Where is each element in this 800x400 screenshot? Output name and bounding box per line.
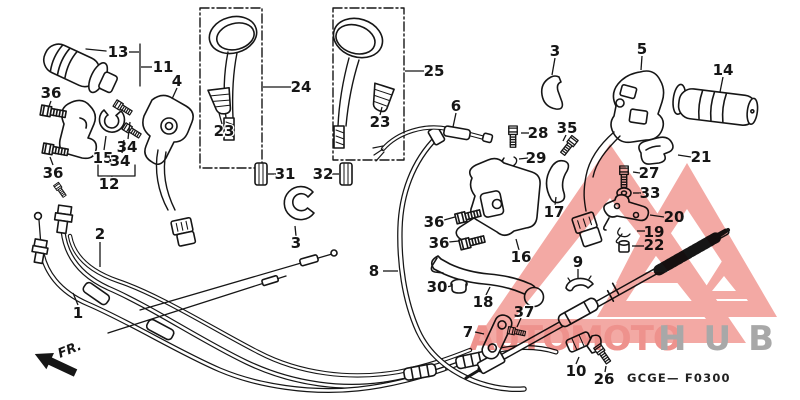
leader-line-4 <box>171 87 178 100</box>
part-label-5: 5 <box>637 40 647 58</box>
part-label-14: 14 <box>713 61 734 79</box>
leader-line-27 <box>632 171 641 174</box>
leader-line-6 <box>452 112 457 128</box>
clutch-cable <box>397 126 527 392</box>
diagram-code: GCGE— F0300 <box>627 371 731 385</box>
fr-arrow-icon <box>34 352 78 377</box>
part-label-13: 13 <box>108 43 129 61</box>
part-label-30: 30 <box>427 278 448 296</box>
part-label-18: 18 <box>473 293 494 311</box>
leader-line-5 <box>640 55 643 71</box>
part-label-8: 8 <box>369 262 379 280</box>
leader-line-34-2 <box>121 139 125 154</box>
watermark: AUTOMOTO HUB <box>469 144 791 359</box>
left-grip <box>42 43 141 94</box>
leader-line-15 <box>103 135 107 151</box>
leader-line-36-3 <box>443 216 456 221</box>
leader-line-23-2 <box>379 106 383 116</box>
leader-line-21 <box>677 154 692 158</box>
leader-line-26 <box>604 365 607 373</box>
leader-line-3-2 <box>551 57 556 76</box>
part-label-23-1: 23 <box>214 122 235 140</box>
part-label-12: 12 <box>99 175 120 193</box>
watermark-triangle-logo <box>474 144 777 343</box>
left-switch-housing <box>142 94 197 247</box>
cable-clip-right <box>540 75 564 110</box>
leader-line-36-1 <box>47 100 52 110</box>
part-label-6: 6 <box>451 97 461 115</box>
leader-line-36-4 <box>448 240 460 243</box>
part-label-31: 31 <box>275 165 296 183</box>
part-label-28: 28 <box>528 124 549 142</box>
cable-clip-left <box>283 185 315 221</box>
saddle-clamp <box>565 275 594 292</box>
part-label-36-2: 36 <box>43 164 64 182</box>
part-label-2: 2 <box>95 225 105 243</box>
part-label-25: 25 <box>424 62 445 80</box>
leader-line-29 <box>518 157 529 160</box>
switch-cable <box>372 125 494 162</box>
part-label-27: 27 <box>639 164 660 182</box>
leader-line-36-2 <box>49 156 54 166</box>
leader-line-35 <box>562 134 567 142</box>
part-label-1: 1 <box>73 304 83 322</box>
leader-line-3-1 <box>294 225 297 237</box>
part-label-36-4: 36 <box>429 234 450 252</box>
lever-perch-clamp <box>545 159 570 204</box>
part-label-21: 21 <box>691 148 712 166</box>
part-label-7: 7 <box>463 323 473 341</box>
mirror-box-left <box>199 7 263 169</box>
part-label-24: 24 <box>291 78 312 96</box>
leader-line-16 <box>515 238 520 251</box>
part-label-16: 16 <box>511 248 532 266</box>
fr-direction-label: FR. <box>56 339 84 362</box>
leader-line-23-1 <box>218 112 223 125</box>
part-label-15: 15 <box>93 149 114 167</box>
lever-bracket <box>453 157 541 251</box>
part-label-29: 29 <box>526 149 547 167</box>
mirror-bushing-31 <box>254 162 268 186</box>
mirror-bushing-32 <box>339 162 353 186</box>
part-label-11: 11 <box>153 58 174 76</box>
part-label-3-2: 3 <box>550 42 560 60</box>
part-label-35: 35 <box>557 119 578 137</box>
watermark-text-primary: AUTOMOTO <box>469 319 681 359</box>
watermark-text-secondary: HUB <box>658 319 791 359</box>
leader-line-17 <box>554 196 557 206</box>
part-label-3-1: 3 <box>291 234 301 252</box>
leader-line-1 <box>72 292 79 306</box>
leader-line-18 <box>485 286 491 296</box>
line-art <box>31 7 759 393</box>
choke-knob <box>638 136 674 165</box>
part-label-34-2: 34 <box>110 152 131 170</box>
throttle-cables <box>31 204 559 393</box>
leader-line-30 <box>445 285 452 288</box>
part-label-17: 17 <box>544 203 565 221</box>
part-label-36-3: 36 <box>424 213 445 231</box>
mirror-box-right <box>332 7 405 161</box>
leader-line-14 <box>719 76 724 93</box>
part-label-4: 4 <box>172 72 182 90</box>
right-grip <box>672 83 759 126</box>
leader-line-34-1 <box>127 121 131 140</box>
part-label-26: 26 <box>594 370 615 388</box>
left-clamp-assembly <box>39 99 143 199</box>
part-label-9: 9 <box>573 253 583 271</box>
right-switch-housing <box>571 70 665 248</box>
part-label-23-2: 23 <box>370 113 391 131</box>
part-label-32: 32 <box>313 165 334 183</box>
leader-line-10 <box>575 356 580 365</box>
part-label-36-1: 36 <box>41 84 62 102</box>
part-label-10: 10 <box>566 362 587 380</box>
